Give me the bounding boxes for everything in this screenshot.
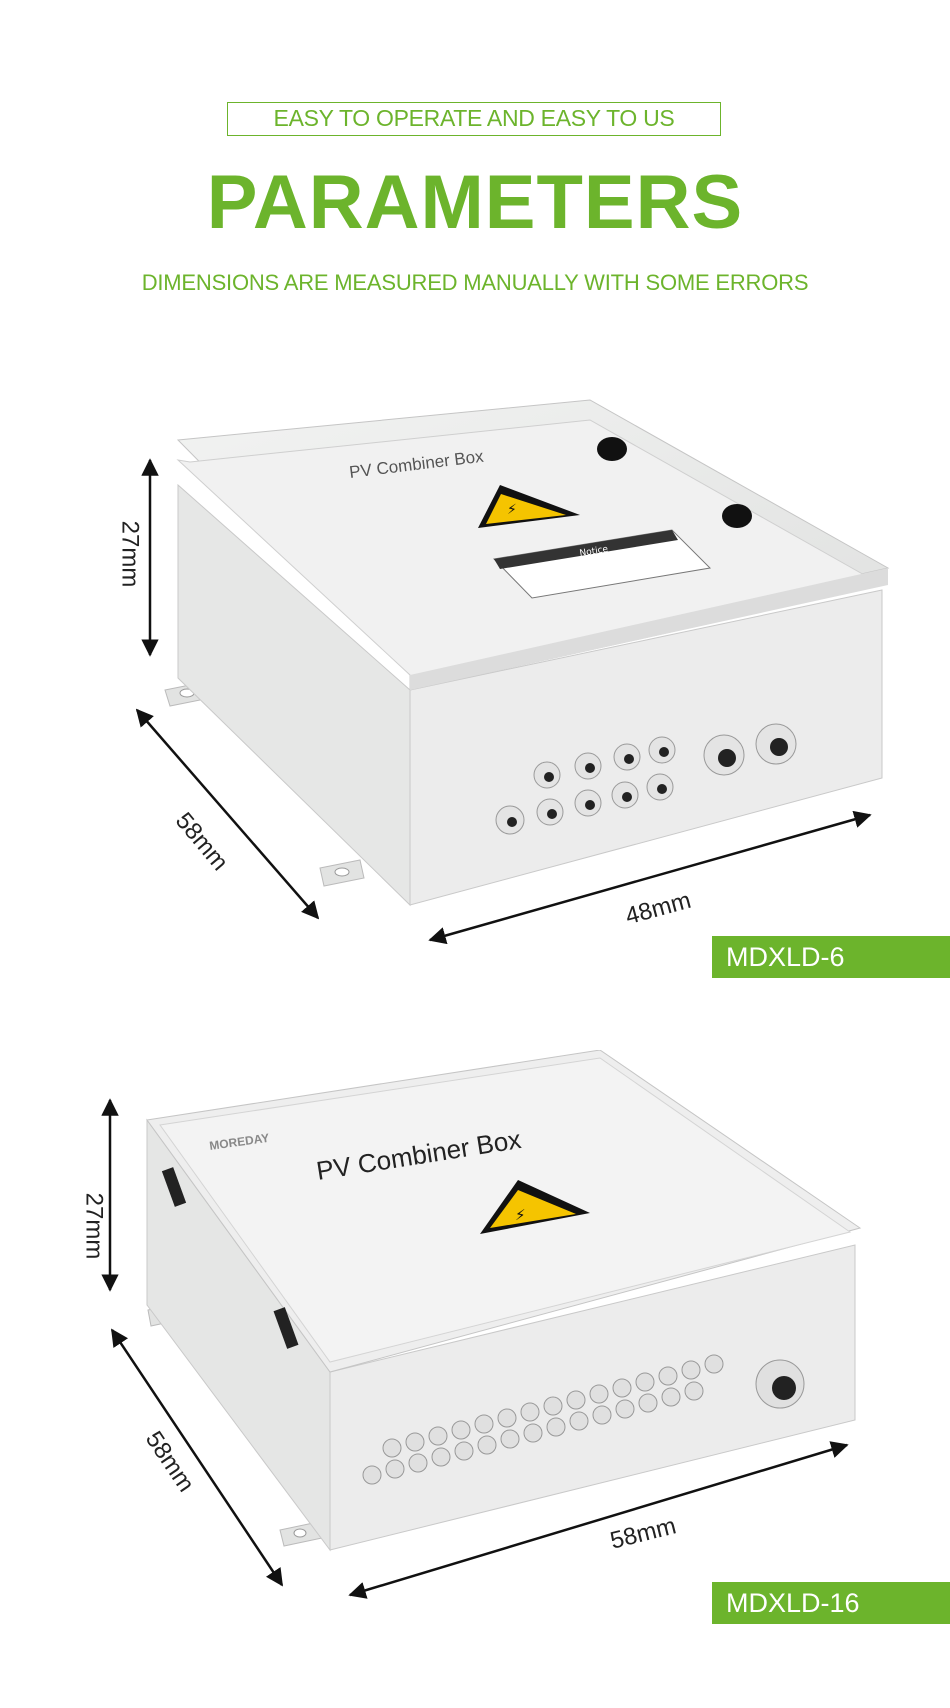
- svg-text:⚡: ⚡: [507, 502, 517, 518]
- svg-text:⚡: ⚡: [515, 1206, 526, 1224]
- svg-text:Notice: Notice: [579, 545, 609, 559]
- product-2-height-label: 27mm: [80, 1192, 108, 1260]
- product-2-model-badge: MDXLD-16: [712, 1582, 950, 1624]
- page-title: PARAMETERS: [206, 160, 744, 245]
- product-1-image: ⚡ Notice PV Combiner Box: [135, 399, 890, 945]
- tagline-box: EASY TO OPERATE AND EASY TO US: [227, 102, 721, 136]
- product-1-model-badge: MDXLD-6: [712, 936, 950, 978]
- product-2-image: MOREDAY PV Combiner Box ⚡: [101, 1050, 862, 1599]
- page-subtitle: DIMENSIONS ARE MEASURED MANUALLY WITH SO…: [141, 270, 809, 295]
- product-1-height-label: 27mm: [116, 520, 144, 588]
